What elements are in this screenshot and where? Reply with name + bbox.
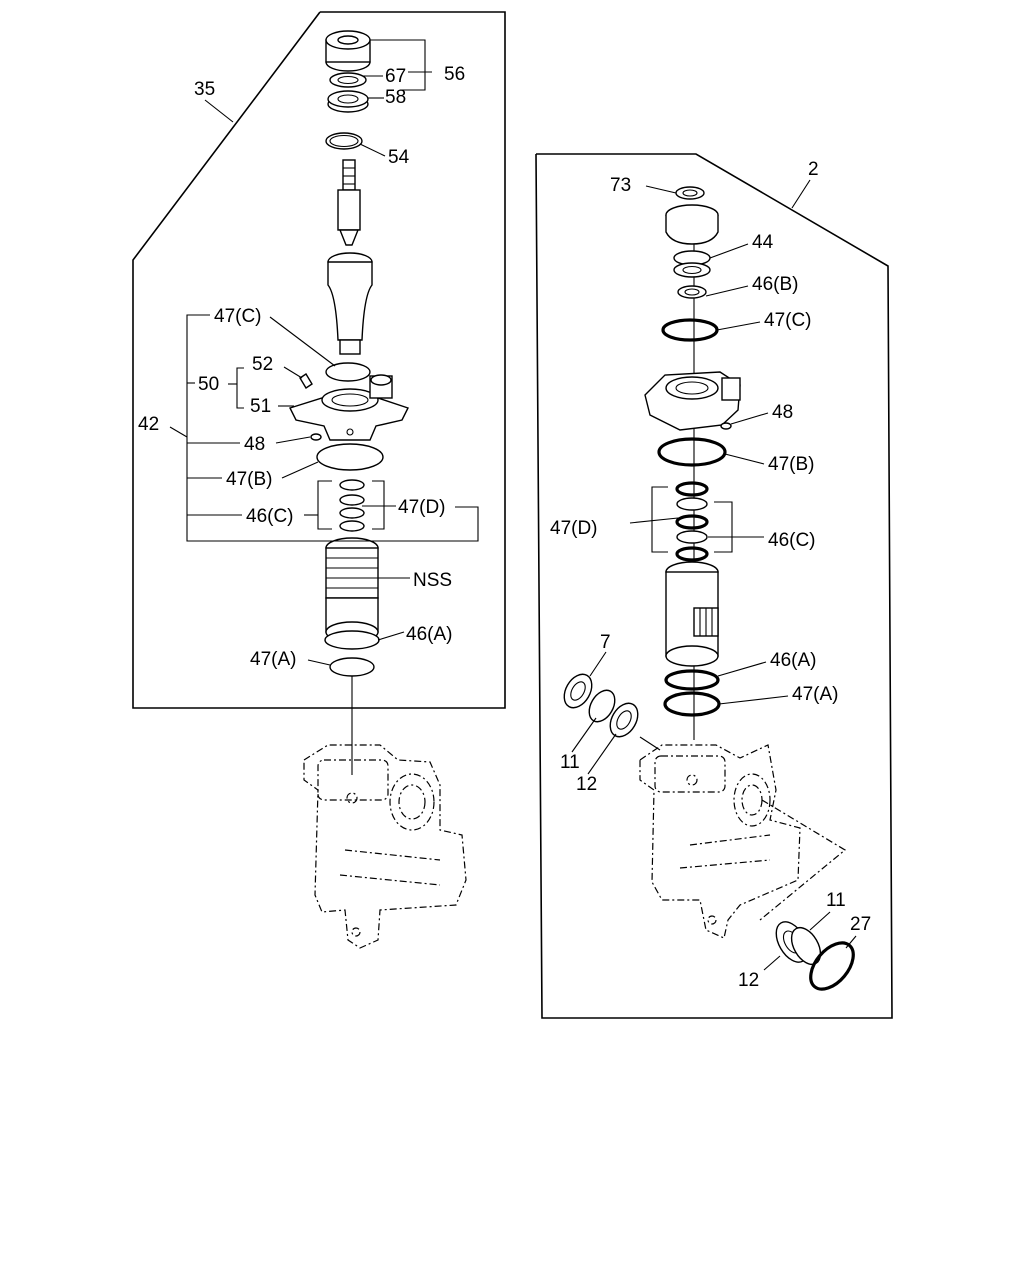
part-nss-piston bbox=[325, 537, 379, 643]
label-58: 58 bbox=[385, 87, 406, 108]
part-piston-right bbox=[665, 561, 719, 667]
label-50: 50 bbox=[198, 374, 219, 395]
label-73: 73 bbox=[610, 175, 631, 196]
label-nss: NSS bbox=[413, 570, 452, 591]
label-11-b: 11 bbox=[826, 890, 846, 911]
part-67-ring bbox=[329, 72, 367, 88]
part-47c-oring-right bbox=[661, 318, 719, 342]
label-48-right: 48 bbox=[772, 402, 793, 423]
part-48-oring-left bbox=[310, 433, 322, 441]
part-44-bearing bbox=[673, 250, 711, 278]
label-46b-right: 46(B) bbox=[752, 274, 798, 295]
label-47b-left: 47(B) bbox=[226, 469, 272, 490]
label-48-left: 48 bbox=[244, 434, 265, 455]
label-47b-right: 47(B) bbox=[768, 454, 814, 475]
part-47b-oring-left bbox=[316, 443, 384, 471]
part-valve-housing-right bbox=[644, 371, 741, 431]
label-47c-left: 47(C) bbox=[214, 306, 262, 327]
label-47a-left: 47(A) bbox=[250, 649, 296, 670]
part-48-oring-right bbox=[720, 422, 732, 430]
part-input-shaft bbox=[337, 159, 361, 246]
part-51-housing bbox=[289, 374, 409, 441]
group-2-outline bbox=[535, 153, 893, 1019]
part-46c-47d-rings-left bbox=[339, 479, 365, 532]
part-54-snap-ring bbox=[325, 132, 363, 150]
part-27-oring bbox=[809, 941, 855, 991]
part-gear-housing-right bbox=[639, 744, 847, 939]
label-47c-right: 47(C) bbox=[764, 310, 812, 331]
part-52-screw bbox=[299, 373, 313, 389]
label-54: 54 bbox=[388, 147, 410, 168]
label-67: 67 bbox=[385, 66, 406, 87]
label-44: 44 bbox=[752, 232, 774, 253]
label-56: 56 bbox=[444, 64, 465, 85]
label-47d-right: 47(D) bbox=[550, 518, 598, 539]
part-46c-47d-rings-right bbox=[675, 481, 709, 562]
part-7-seal bbox=[563, 673, 593, 709]
part-46a-ring-right bbox=[664, 669, 720, 691]
label-35: 35 bbox=[194, 79, 215, 100]
part-47a-ring-right bbox=[663, 691, 721, 717]
label-46a-right: 46(A) bbox=[770, 650, 816, 671]
part-47a-ring-left bbox=[329, 657, 375, 677]
part-58-bearing bbox=[327, 90, 369, 113]
label-42: 42 bbox=[138, 414, 159, 435]
label-47a-right: 47(A) bbox=[792, 684, 838, 705]
part-top-cover bbox=[665, 204, 719, 245]
label-27: 27 bbox=[850, 914, 871, 935]
part-47c-oring-left bbox=[325, 362, 371, 382]
label-52: 52 bbox=[252, 354, 273, 375]
label-7: 7 bbox=[600, 632, 611, 653]
part-73-seal bbox=[675, 186, 705, 200]
group-35-outline bbox=[132, 11, 506, 709]
label-12-b: 12 bbox=[738, 970, 759, 991]
label-46a-left: 46(A) bbox=[406, 624, 452, 645]
label-11-a: 11 bbox=[560, 752, 580, 773]
part-gear-housing-left bbox=[303, 744, 467, 949]
part-56-seal-cap bbox=[325, 30, 371, 72]
label-47d-left: 47(D) bbox=[398, 497, 446, 518]
label-12-a: 12 bbox=[576, 774, 597, 795]
part-47b-oring-right bbox=[657, 437, 727, 467]
part-46a-ring-left bbox=[324, 630, 380, 650]
label-51: 51 bbox=[250, 396, 271, 417]
part-valve-spool bbox=[327, 252, 373, 355]
label-46c-right: 46(C) bbox=[768, 530, 816, 551]
label-2: 2 bbox=[808, 159, 819, 180]
part-46b-seal bbox=[677, 285, 707, 299]
label-46c-left: 46(C) bbox=[246, 506, 294, 527]
